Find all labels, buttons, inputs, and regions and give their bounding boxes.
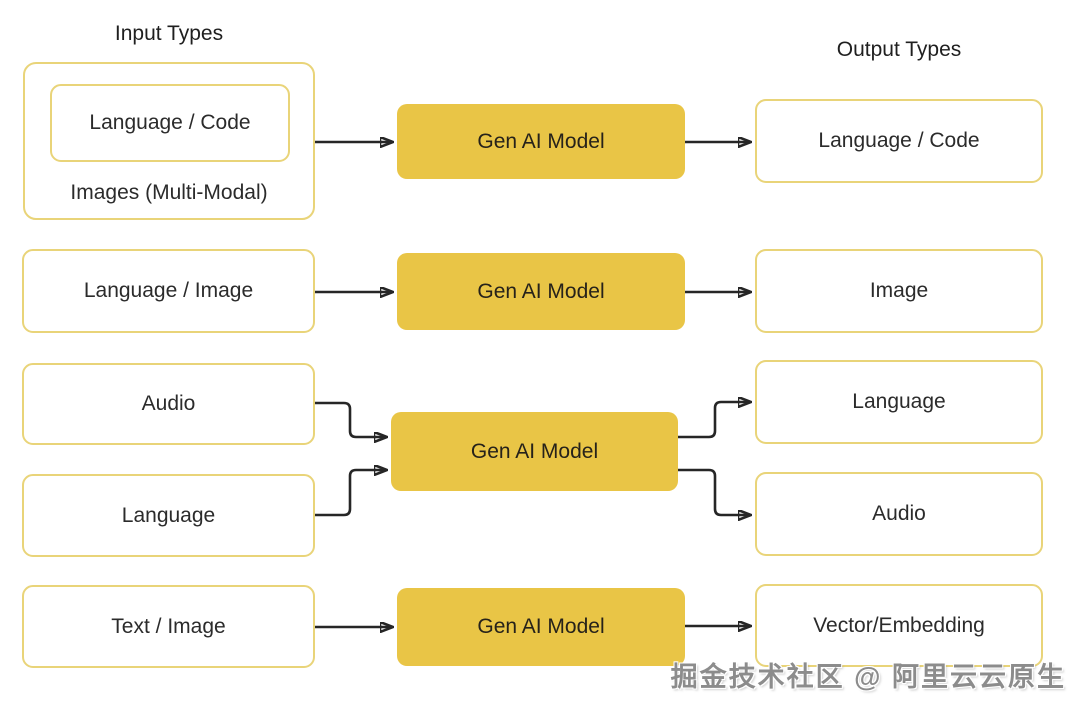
output-box-audio: Audio (755, 472, 1043, 556)
output-label-image: Image (869, 279, 929, 302)
output-label-audio: Audio (872, 502, 926, 525)
model-box-row2: Gen AI Model (397, 253, 685, 330)
model-label-row2: Gen AI Model (477, 279, 605, 303)
model-label-row3: Gen AI Model (470, 439, 599, 463)
output-box-vector-embedding: Vector/Embedding (755, 584, 1043, 667)
arrow-row3-in-bottom (315, 470, 386, 517)
input-label-language-code: Language / Code (89, 111, 251, 134)
output-box-language: Language (755, 360, 1043, 444)
output-box-image: Image (755, 249, 1043, 333)
input-label-audio: Audio (141, 392, 196, 415)
input-label-language: Language (121, 503, 216, 527)
input-box-audio: Audio (22, 363, 315, 445)
arrow-row3-out-bottom (678, 468, 750, 515)
input-label-language-image: Language / Image (83, 279, 254, 302)
input-types-title: Input Types (114, 22, 224, 45)
input-label-images-multimodal: Images (Multi-Modal) (70, 181, 268, 204)
input-box-language-code: Language / Code (50, 84, 290, 162)
input-label-text-image: Text / Image (111, 614, 226, 638)
output-label-language-code: Language / Code (818, 129, 980, 152)
model-box-row4: Gen AI Model (397, 588, 685, 666)
input-box-language: Language (22, 474, 315, 557)
output-label-language: Language (852, 390, 946, 413)
model-box-row3: Gen AI Model (391, 412, 678, 491)
watermark-text: 掘金技术社区 @ 阿里云云原生 (670, 662, 1066, 692)
model-label-row4: Gen AI Model (477, 615, 605, 638)
output-label-vector-embedding: Vector/Embedding (813, 613, 985, 637)
input-box-language-image: Language / Image (22, 249, 315, 333)
output-box-language-code: Language / Code (755, 99, 1043, 183)
output-types-title: Output Types (836, 38, 962, 61)
model-box-row1: Gen AI Model (397, 104, 685, 179)
model-label-row1: Gen AI Model (477, 129, 605, 153)
arrow-row3-out-top (678, 402, 750, 439)
input-box-text-image: Text / Image (22, 585, 315, 668)
arrow-row3-in-top (315, 401, 386, 437)
